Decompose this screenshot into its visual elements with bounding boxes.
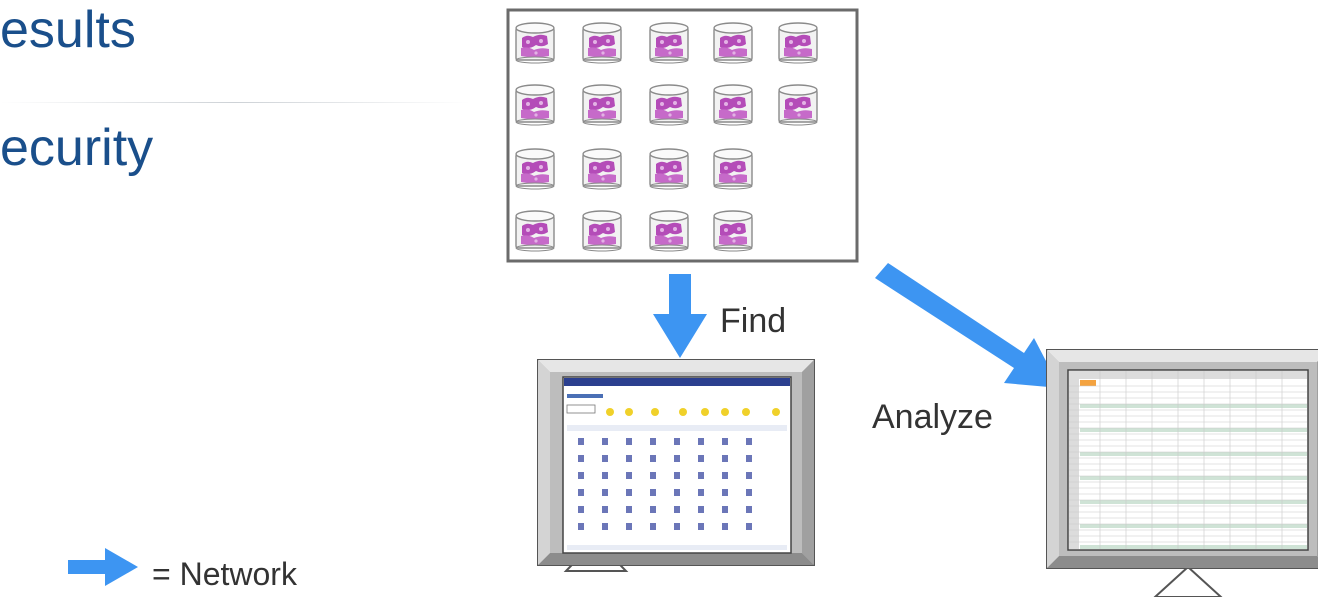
specimen-jar-icon	[582, 148, 622, 190]
specimen-jar-icon	[515, 148, 555, 190]
specimen-jar-icon	[582, 84, 622, 126]
specimen-jar-icon	[582, 22, 622, 64]
specimen-jar-icon	[649, 22, 689, 64]
specimen-jar-icon	[515, 210, 555, 252]
spreadsheet-screen	[1067, 369, 1309, 551]
viewer-monitor	[537, 359, 815, 572]
specimen-jar-icon	[713, 22, 753, 64]
specimen-jar-icon	[778, 22, 818, 64]
analysis-monitor	[1046, 349, 1318, 597]
title-line-results: esults	[0, 1, 136, 59]
specimen-jar-icon	[713, 210, 753, 252]
monitor-stand-icon	[1153, 565, 1223, 597]
analyze-arrow	[875, 263, 1060, 388]
specimen-jar-icon	[649, 84, 689, 126]
find-label: Find	[720, 302, 787, 340]
analyze-label: Analyze	[872, 398, 993, 436]
specimen-jar-icon	[778, 84, 818, 126]
title-divider	[0, 102, 470, 103]
specimen-jar-icon	[713, 84, 753, 126]
specimen-jar-icon	[515, 22, 555, 64]
specimen-jar-icon	[649, 210, 689, 252]
specimen-jar-icon	[713, 148, 753, 190]
specimen-jar-icon	[649, 148, 689, 190]
specimen-jar-icon	[582, 210, 622, 252]
find-arrow	[653, 274, 707, 358]
legend-network-label: = Network	[152, 556, 297, 592]
specimen-jar-icon	[515, 84, 555, 126]
network-legend-arrow	[68, 548, 138, 586]
title-line-security: ecurity	[0, 119, 154, 177]
